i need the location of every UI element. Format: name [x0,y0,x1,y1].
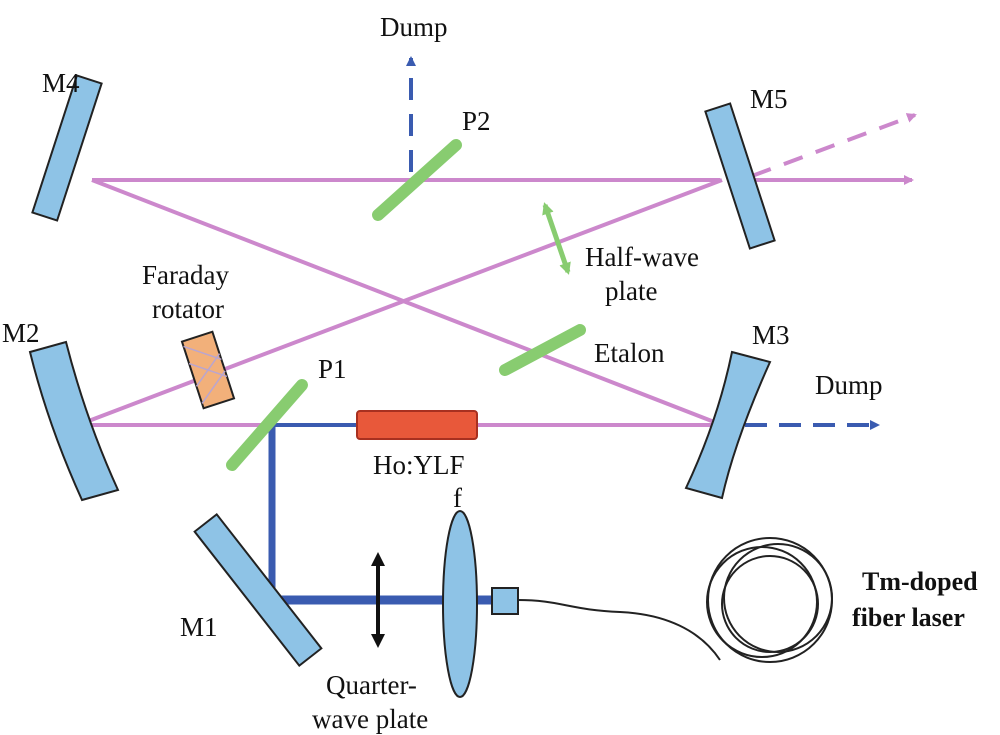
label-m1: M1 [180,612,218,642]
fiber-cable [517,599,721,661]
etalon [499,324,586,376]
label-quarterwave-line2: wave plate [312,704,428,734]
faraday-rotator [180,330,236,410]
label-m2: M2 [2,318,40,348]
beam-m2-m5 [77,178,723,427]
polarizer-p1 [226,379,308,471]
label-faraday-line2: rotator [152,294,224,324]
label-dump-right: Dump [815,370,883,400]
mirror-m1 [193,512,323,668]
fiber-coil-icon [706,537,833,663]
label-dump-top: Dump [380,12,448,42]
mirror-m2 [28,340,120,502]
label-halfwave-line1: Half-wave [585,242,699,272]
beam-m4-m3 [91,178,723,427]
fiber-collimator [491,587,519,615]
label-faraday-line1: Faraday [142,260,229,290]
label-etalon: Etalon [594,338,665,368]
mirror-m4 [31,74,103,222]
mirror-m3 [684,350,772,500]
half-wave-plate-arrow [542,202,571,275]
label-p1: P1 [318,354,347,384]
label-quarterwave-line1: Quarter- [326,670,417,700]
label-fiber-line2: fiber laser [852,603,965,632]
polarizer-p2 [372,139,462,221]
label-m3: M3 [752,320,790,350]
label-m5: M5 [750,84,788,114]
beam-m5-output-dashed [751,113,917,178]
label-lens-f: f [453,483,462,513]
label-p2: P2 [462,106,491,136]
mirror-m5 [704,102,776,250]
ho-ylf-crystal [356,410,478,440]
label-fiber-line1: Tm-doped [862,567,978,596]
label-halfwave-line2: plate [605,276,657,306]
lens-f [442,510,478,698]
label-m4: M4 [42,68,80,98]
label-ho-ylf: Ho:YLF [373,450,465,480]
